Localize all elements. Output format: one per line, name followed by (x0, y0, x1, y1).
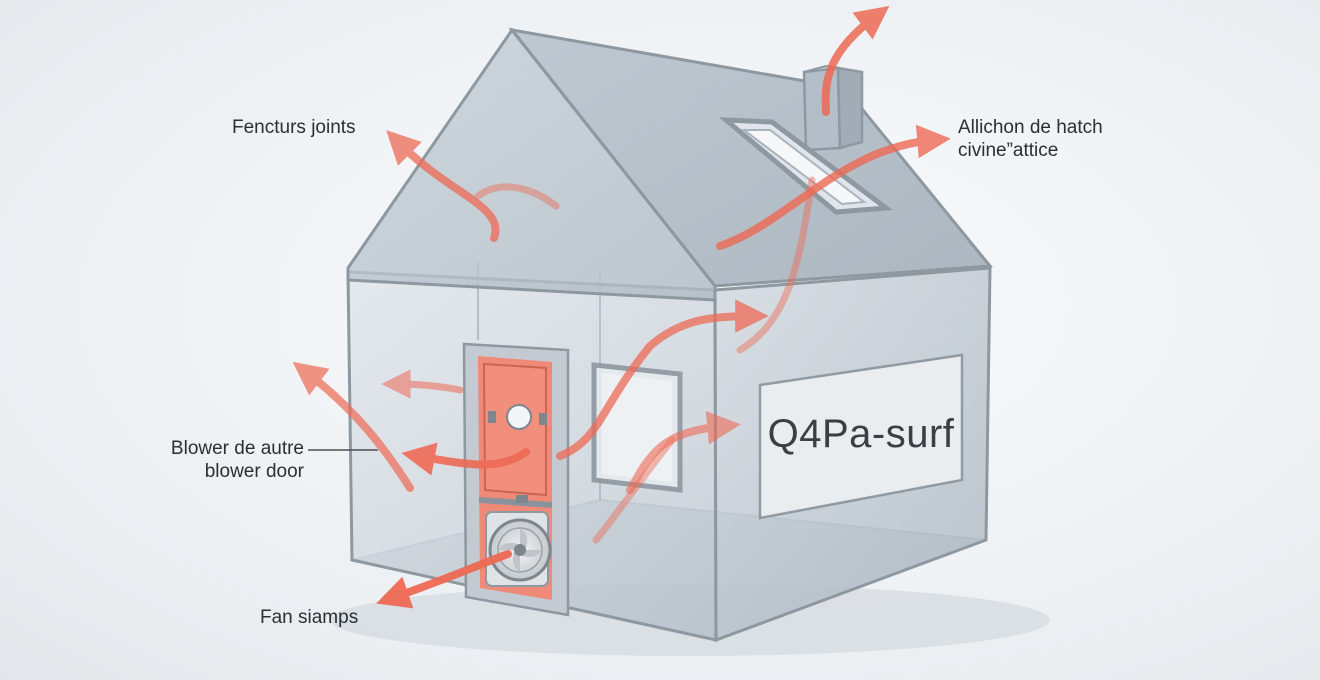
airflow-arrow-icon (474, 183, 560, 210)
airflow-arrow-icon (716, 124, 951, 250)
sign-label: Q4Pa-surf (767, 412, 955, 456)
callout-text: Fan siamps (260, 607, 359, 628)
airflow-arrow-icon (386, 130, 500, 242)
roof-ridge (510, 29, 717, 287)
callout-fencturs-joints: Fencturs joints (232, 116, 356, 139)
attic-hatch-opening (741, 129, 867, 206)
airflow-arrow-icon (736, 176, 816, 354)
door-clamp (539, 413, 547, 425)
callout-text-line1: Blower de autre (170, 438, 304, 459)
callout-text-line2: blower door (204, 461, 304, 482)
callout-blower-door: Blower de autre blower door (140, 437, 304, 483)
callout-text-line1: Allichon de hatch (958, 117, 1103, 138)
door-clamp (488, 411, 496, 423)
callout-text-line2: civine”attice (958, 140, 1059, 161)
callout-fan: Fan siamps (260, 606, 358, 629)
airflow-arrows (292, 5, 951, 609)
chimney-side (836, 66, 864, 150)
door-panel-top (482, 362, 547, 497)
door-port (506, 404, 532, 430)
airflow-arrow-icon (592, 436, 676, 544)
door-latch (516, 495, 528, 503)
sign-panel (758, 353, 964, 520)
window-glass (602, 373, 672, 482)
callout-attic-hatch: Allichon de hatch civine”attice (958, 116, 1103, 162)
airflow-arrow-icon (626, 410, 741, 494)
callout-text: Fencturs joints (232, 117, 356, 138)
airflow-arrow-icon (381, 369, 464, 399)
door-crossbar (478, 497, 553, 508)
airflow-arrow-icon (821, 5, 890, 116)
airflow-arrow-icon (292, 361, 414, 492)
airflow-arrow-icon (556, 299, 769, 460)
airflow-arrow-icon (401, 442, 530, 476)
fan-icon (485, 511, 552, 587)
airflow-arrow-icon (376, 550, 512, 609)
